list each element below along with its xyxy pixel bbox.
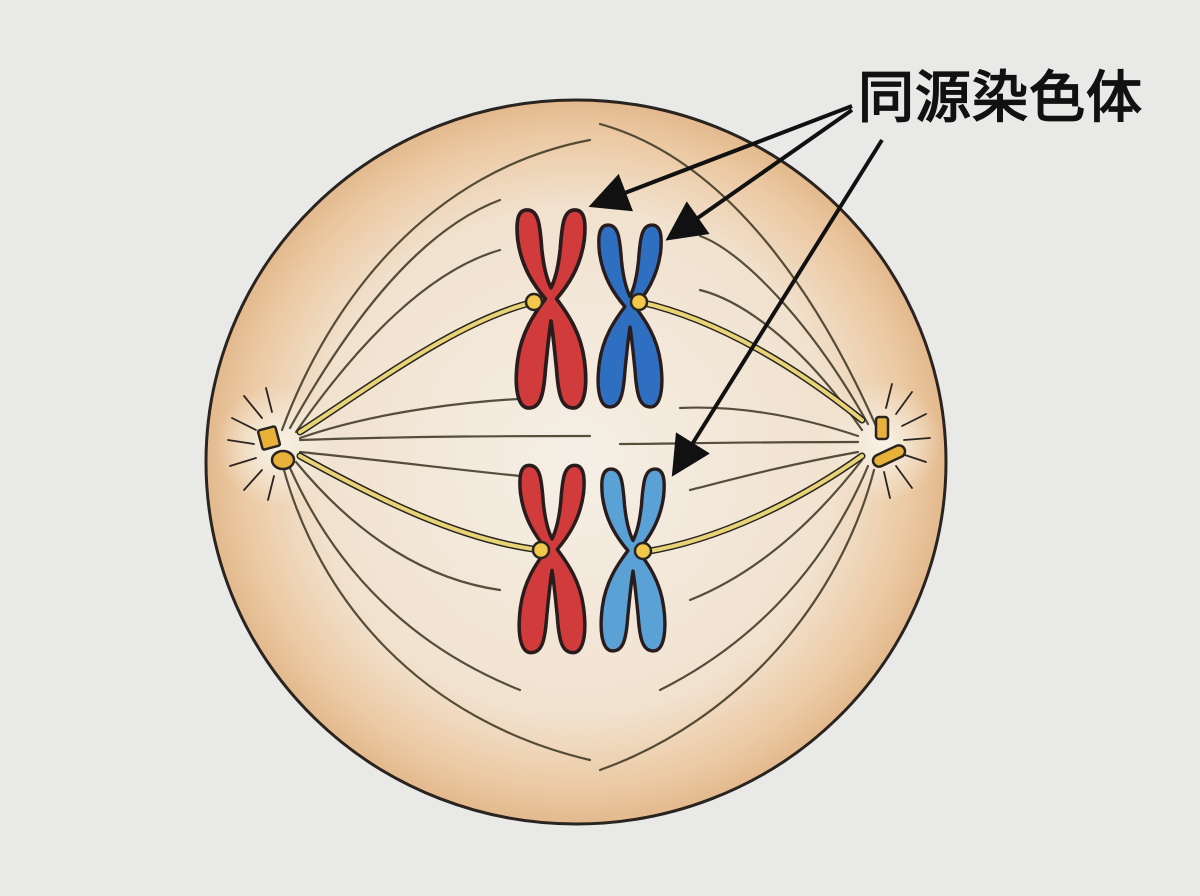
left-centriole-2 <box>270 449 296 471</box>
centromere-lower-red <box>531 540 551 560</box>
right-centriole-2 <box>871 444 907 468</box>
arrow-to-lower-blue <box>671 138 884 477</box>
label-arrows <box>588 104 884 477</box>
right-aster <box>883 383 931 499</box>
left-aster <box>227 387 275 501</box>
right-centrosome <box>871 415 907 468</box>
centromere-upper-red <box>524 292 544 312</box>
left-centrosome <box>256 425 296 471</box>
kinetochore-fibers <box>296 298 866 556</box>
centromere-upper-blue <box>629 292 649 312</box>
right-centriole-1 <box>874 415 890 441</box>
homologous-chromosomes-label: 同源染色体 <box>858 66 1143 131</box>
left-centriole-1 <box>256 425 282 451</box>
centromere-lower-blue <box>633 541 653 561</box>
arrow-to-upper-blue <box>665 108 854 241</box>
arrow-to-upper-red <box>588 104 853 212</box>
